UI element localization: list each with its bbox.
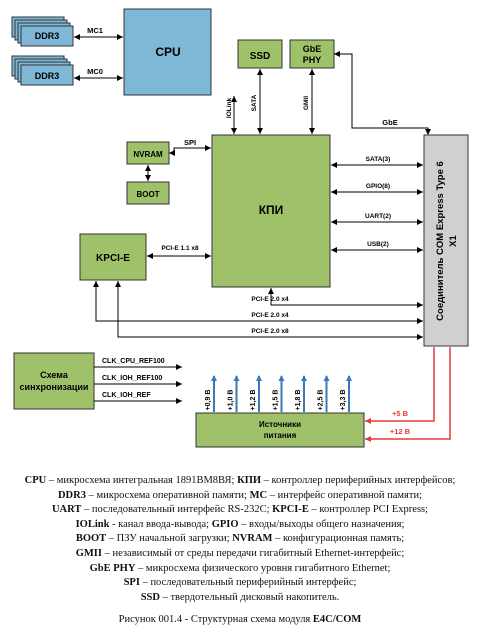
legend-description: – конфигурационная память;	[272, 533, 405, 545]
legend-description: - канал ввода-вывода;	[109, 518, 212, 530]
legend-term: BOOT	[75, 533, 107, 545]
gbe-link-label: GbE	[382, 118, 397, 127]
cpu-block	[123, 8, 212, 96]
legend-term: GMII	[75, 547, 102, 559]
legend-line: CPU – микросхема интегральная 1891ВМ8ВЯ;…	[0, 474, 480, 489]
caption-text: Рисунок 001.4 - Структурная схема модуля	[118, 614, 313, 625]
uart2-label: UART(2)	[365, 213, 391, 220]
usb2-label: USB(2)	[367, 241, 389, 248]
legend-line: GMII – независимый от среды передачи гиг…	[0, 547, 480, 562]
sata-label: SATA	[251, 94, 258, 111]
voltage-label: +3,3 В	[340, 390, 347, 411]
legend-description: – контроллер периферийных интерфейсов;	[261, 475, 456, 486]
legend-description: – микросхема интегральная 1891ВМ8ВЯ;	[46, 475, 238, 486]
kpi-block	[211, 134, 331, 288]
voltage-label: +1,8 В	[295, 390, 302, 411]
kpi-label: КПИ	[259, 203, 284, 217]
ddr3-stack-top: DDR3	[11, 16, 74, 47]
legend-description: – интерфейс оперативной памяти;	[267, 489, 423, 501]
legend-description: – ПЗУ начальной загрузки;	[106, 533, 233, 545]
abbreviations-legend: CPU – микросхема интегральная 1891ВМ8ВЯ;…	[0, 474, 480, 605]
pcie-x8-label: PCI-E 2.0 x8	[251, 328, 289, 335]
power-label-1: Источники	[259, 420, 301, 429]
figure-caption: Рисунок 001.4 - Структурная схема модуля…	[0, 614, 480, 625]
ssd-block	[237, 39, 283, 69]
legend-term: GPIO	[211, 518, 239, 530]
pcie-x4-b-label: PCI-E 2.0 x4	[251, 312, 289, 319]
legend-term: SSD	[140, 591, 160, 603]
gbe-phy-block	[289, 39, 335, 69]
voltage-label: +1,5 В	[273, 390, 280, 411]
structure-diagram: DDR3 DDR3 MC1 MC0 CPU SSD GbE PHY IOLink…	[11, 8, 469, 448]
gmii-label: GMII	[303, 96, 310, 110]
ddr3-bottom-label: DDR3	[35, 71, 60, 81]
legend-description: – последовательный интерфейс RS-232C;	[81, 504, 273, 516]
legend-description: – входы/выходы общего назначения;	[238, 518, 405, 530]
caption-bold: E4C/COM	[312, 614, 362, 625]
connector-label-1: Соединитель COM Express Type 6	[435, 161, 446, 321]
spi-label: SPI	[184, 138, 196, 147]
power-block	[195, 412, 365, 448]
boot-block	[126, 181, 170, 205]
legend-line: SPI – последовательный периферийный инте…	[0, 576, 480, 591]
legend-description: – последовательный периферийный интерфей…	[139, 577, 357, 589]
power-label-2: питания	[264, 431, 297, 440]
legend-term: GbE PHY	[89, 562, 136, 574]
legend-term: NVRAM	[232, 533, 273, 545]
legend-description: – твердотельный дисковый накопитель.	[159, 591, 340, 603]
connector-label-2: X1	[448, 234, 459, 246]
ddr3-stack-bottom: DDR3	[11, 55, 74, 86]
legend-term: UART	[51, 504, 82, 516]
iolink-label: IOLink	[226, 98, 233, 119]
kpcie-label: KPCI-E	[96, 253, 130, 264]
legend-line: IOLink - канал ввода-вывода; GPIO – вход…	[0, 518, 480, 533]
pcie-x4-a-label: PCI-E 2.0 x4	[251, 296, 289, 303]
ddr3-top-label: DDR3	[35, 31, 60, 41]
legend-term: КПИ	[237, 475, 262, 486]
ssd-label: SSD	[250, 51, 271, 62]
legend-term: DDR3	[57, 489, 86, 501]
legend-term: CPU	[24, 475, 47, 486]
clk-ioh100-label: CLK_IOH_REF100	[102, 375, 162, 382]
legend-term: KPCI-E	[272, 504, 309, 516]
legend-term: SPI	[123, 577, 140, 589]
legend-line: DDR3 – микросхема оперативной памяти; MC…	[0, 489, 480, 504]
com-express-connector	[423, 134, 469, 347]
legend-line: GbE PHY – микросхема физического уровня …	[0, 562, 480, 577]
voltage-arrows: +0,9 В +1,0 В +1,2 В +1,5 В +1,8 В +2,5 В +3,3…	[205, 375, 352, 412]
legend-description: – контроллер PCI Express;	[308, 504, 429, 516]
legend-description: – микросхема оперативной памяти;	[85, 489, 250, 501]
voltage-label: +0,9 В	[205, 390, 212, 411]
nvram-label: NVRAM	[133, 150, 163, 159]
gpio8-label: GPIO(8)	[366, 183, 390, 190]
pcie-x8-kpcie-label: PCI-E 1.1 x8	[161, 245, 199, 252]
legend-term: MC	[249, 489, 268, 501]
gbe-phy-label-1: GbE	[303, 44, 322, 54]
sync-label-1: Схема	[40, 370, 69, 380]
v12-label: +12 В	[390, 427, 411, 436]
voltage-label: +1,2 В	[250, 390, 257, 411]
sync-label-2: синхронизации	[20, 382, 89, 392]
mc0-label: MC0	[87, 67, 103, 76]
legend-description: – микросхема физического уровня гигабитн…	[135, 562, 391, 574]
cpu-label: CPU	[155, 45, 180, 59]
voltage-label: +2,5 В	[318, 390, 325, 411]
clk-cpu-label: CLK_CPU_REF100	[102, 358, 165, 365]
v5-label: +5 В	[392, 409, 409, 418]
boot-label: BOOT	[136, 190, 159, 199]
mc1-label: MC1	[87, 26, 103, 35]
legend-term: IOLink	[75, 518, 110, 530]
sata3-label: SATA(3)	[366, 156, 391, 163]
legend-line: SSD – твердотельный дисковый накопитель.	[0, 591, 480, 606]
gbe-phy-label-2: PHY	[303, 55, 322, 65]
legend-line: BOOT – ПЗУ начальной загрузки; NVRAM – к…	[0, 532, 480, 547]
sync-block	[13, 352, 95, 410]
legend-line: UART – последовательный интерфейс RS-232…	[0, 503, 480, 518]
legend-description: – независимый от среды передачи гигабитн…	[101, 547, 405, 559]
kpcie-block	[79, 233, 147, 281]
clk-ioh-label: CLK_IOH_REF	[102, 392, 151, 399]
voltage-label: +1,0 В	[228, 390, 235, 411]
